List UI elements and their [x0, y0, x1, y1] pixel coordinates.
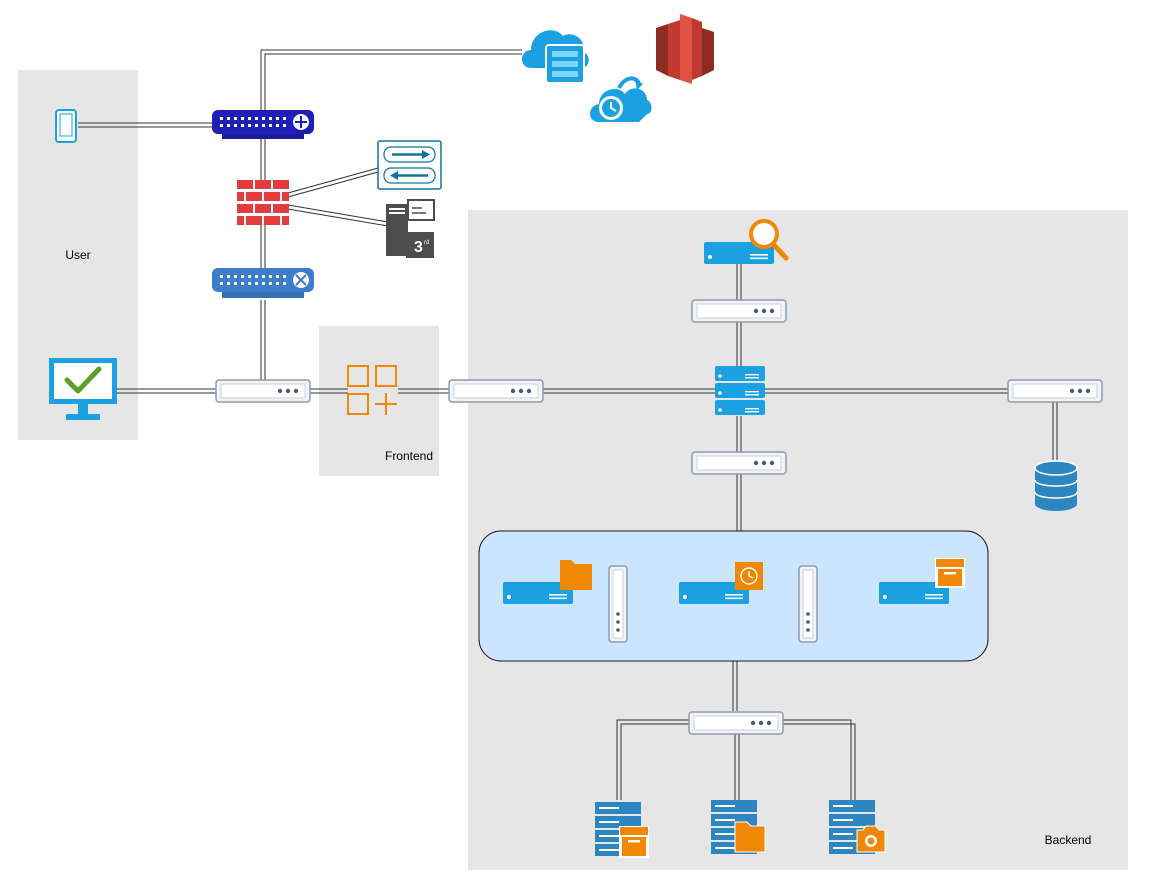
switch-backend-bottom-icon[interactable] — [688, 711, 784, 735]
database-icon[interactable] — [1034, 460, 1078, 511]
tower-switch-left-icon[interactable] — [608, 565, 628, 643]
firewall-icon[interactable] — [237, 180, 289, 225]
user-zone-label: User — [65, 248, 90, 262]
backend-zone-label: Backend — [1045, 833, 1092, 847]
svg-text:rd: rd — [424, 240, 429, 246]
switch-backend-mid-icon[interactable] — [691, 451, 787, 475]
aws-redshift-icon[interactable] — [656, 14, 714, 84]
archive-storage-icon[interactable] — [595, 802, 649, 858]
third-party-mail-server-icon[interactable]: 3 rd — [386, 199, 435, 258]
router-bottom-icon[interactable] — [212, 268, 314, 298]
frontend-zone-label: Frontend — [385, 449, 433, 463]
search-server-icon[interactable] — [704, 219, 789, 264]
switch-user-icon[interactable] — [215, 379, 311, 403]
switch-backend-left-icon[interactable] — [448, 379, 544, 403]
cloud-storage-icon[interactable] — [522, 30, 589, 84]
svg-text:3: 3 — [414, 239, 423, 256]
frontend-zone — [319, 326, 439, 476]
mobile-phone-icon[interactable] — [55, 109, 77, 143]
server-stack-icon[interactable] — [715, 366, 765, 415]
switch-backend-top-icon[interactable] — [691, 299, 787, 323]
monitor-check-icon[interactable] — [49, 358, 117, 420]
app-grid-icon[interactable] — [347, 365, 397, 415]
cloud-schedule-icon[interactable] — [590, 76, 652, 122]
switch-backend-right-icon[interactable] — [1007, 379, 1103, 403]
backup-server-icon[interactable] — [679, 562, 763, 604]
router-top-icon[interactable] — [212, 110, 314, 139]
connectors — [78, 49, 1058, 800]
data-transfer-icon[interactable] — [377, 140, 442, 190]
tower-switch-right-icon[interactable] — [798, 565, 818, 643]
file-server-icon[interactable] — [503, 560, 592, 604]
archive-server-icon[interactable] — [879, 558, 965, 604]
file-storage-icon[interactable] — [711, 800, 766, 854]
snapshot-storage-icon[interactable] — [829, 800, 886, 854]
